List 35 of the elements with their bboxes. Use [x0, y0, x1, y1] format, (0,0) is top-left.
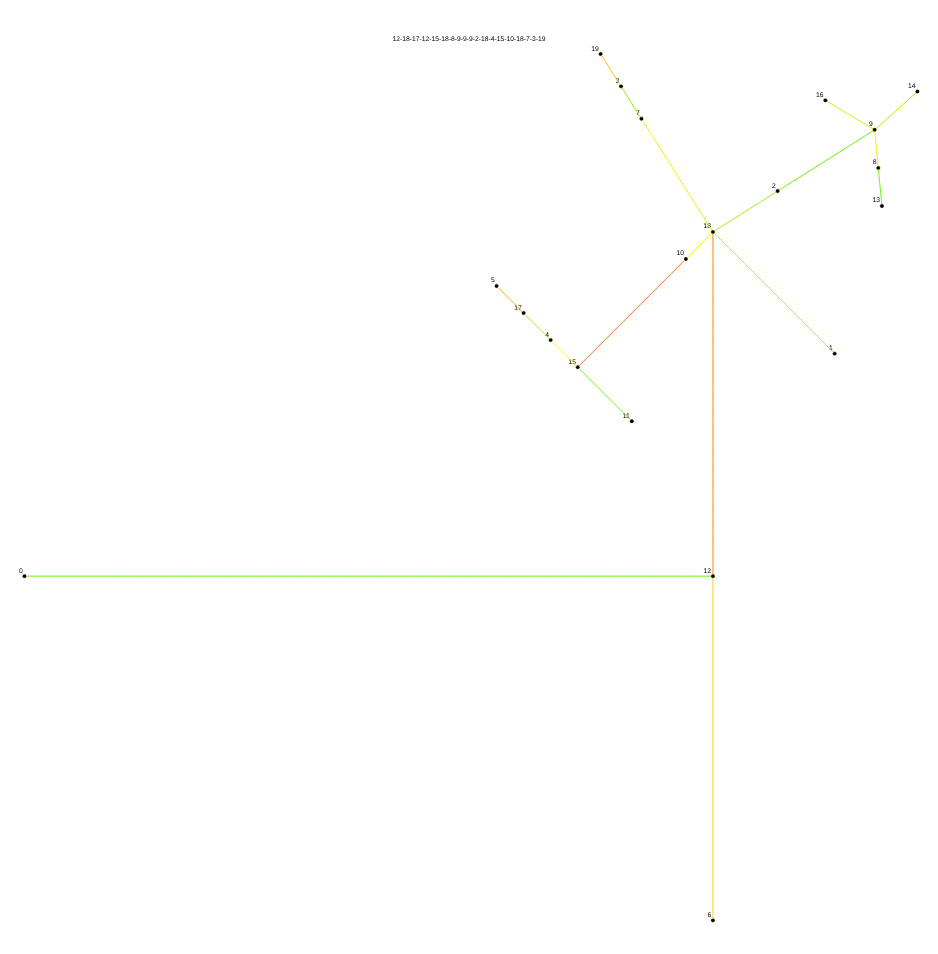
- node-circle: [575, 364, 580, 369]
- connector: [875, 91, 917, 129]
- node-circle: [775, 188, 780, 192]
- node-circle: [880, 203, 884, 207]
- node-circle: [619, 83, 623, 88]
- node-circle: [598, 51, 603, 55]
- connector: [778, 129, 874, 190]
- connector: [641, 118, 713, 230]
- node-circle: [521, 310, 526, 314]
- node-circle: [548, 337, 553, 341]
- connector: [713, 231, 834, 352]
- connector: [874, 130, 879, 166]
- connector: [25, 574, 712, 576]
- node-circle: [832, 350, 837, 355]
- node-circle: [629, 418, 634, 423]
- node-circle: [711, 573, 715, 578]
- connector: [712, 232, 714, 574]
- node-circle: [711, 228, 715, 233]
- node-circle: [494, 283, 499, 287]
- node-circle: [683, 256, 688, 260]
- connector: [826, 99, 874, 129]
- node-circle: [22, 573, 27, 578]
- connector: [578, 258, 686, 366]
- node-circle: [823, 97, 828, 102]
- node-circle: [876, 164, 881, 169]
- node-circle: [872, 126, 877, 131]
- connector: [714, 190, 777, 231]
- node-circle: [711, 917, 715, 922]
- node-circle: [639, 115, 644, 120]
- connector: [497, 285, 523, 312]
- connector: [877, 168, 883, 204]
- connector: [601, 54, 621, 85]
- connector: [686, 231, 713, 258]
- node-circle: [915, 88, 920, 93]
- connector: [621, 86, 641, 117]
